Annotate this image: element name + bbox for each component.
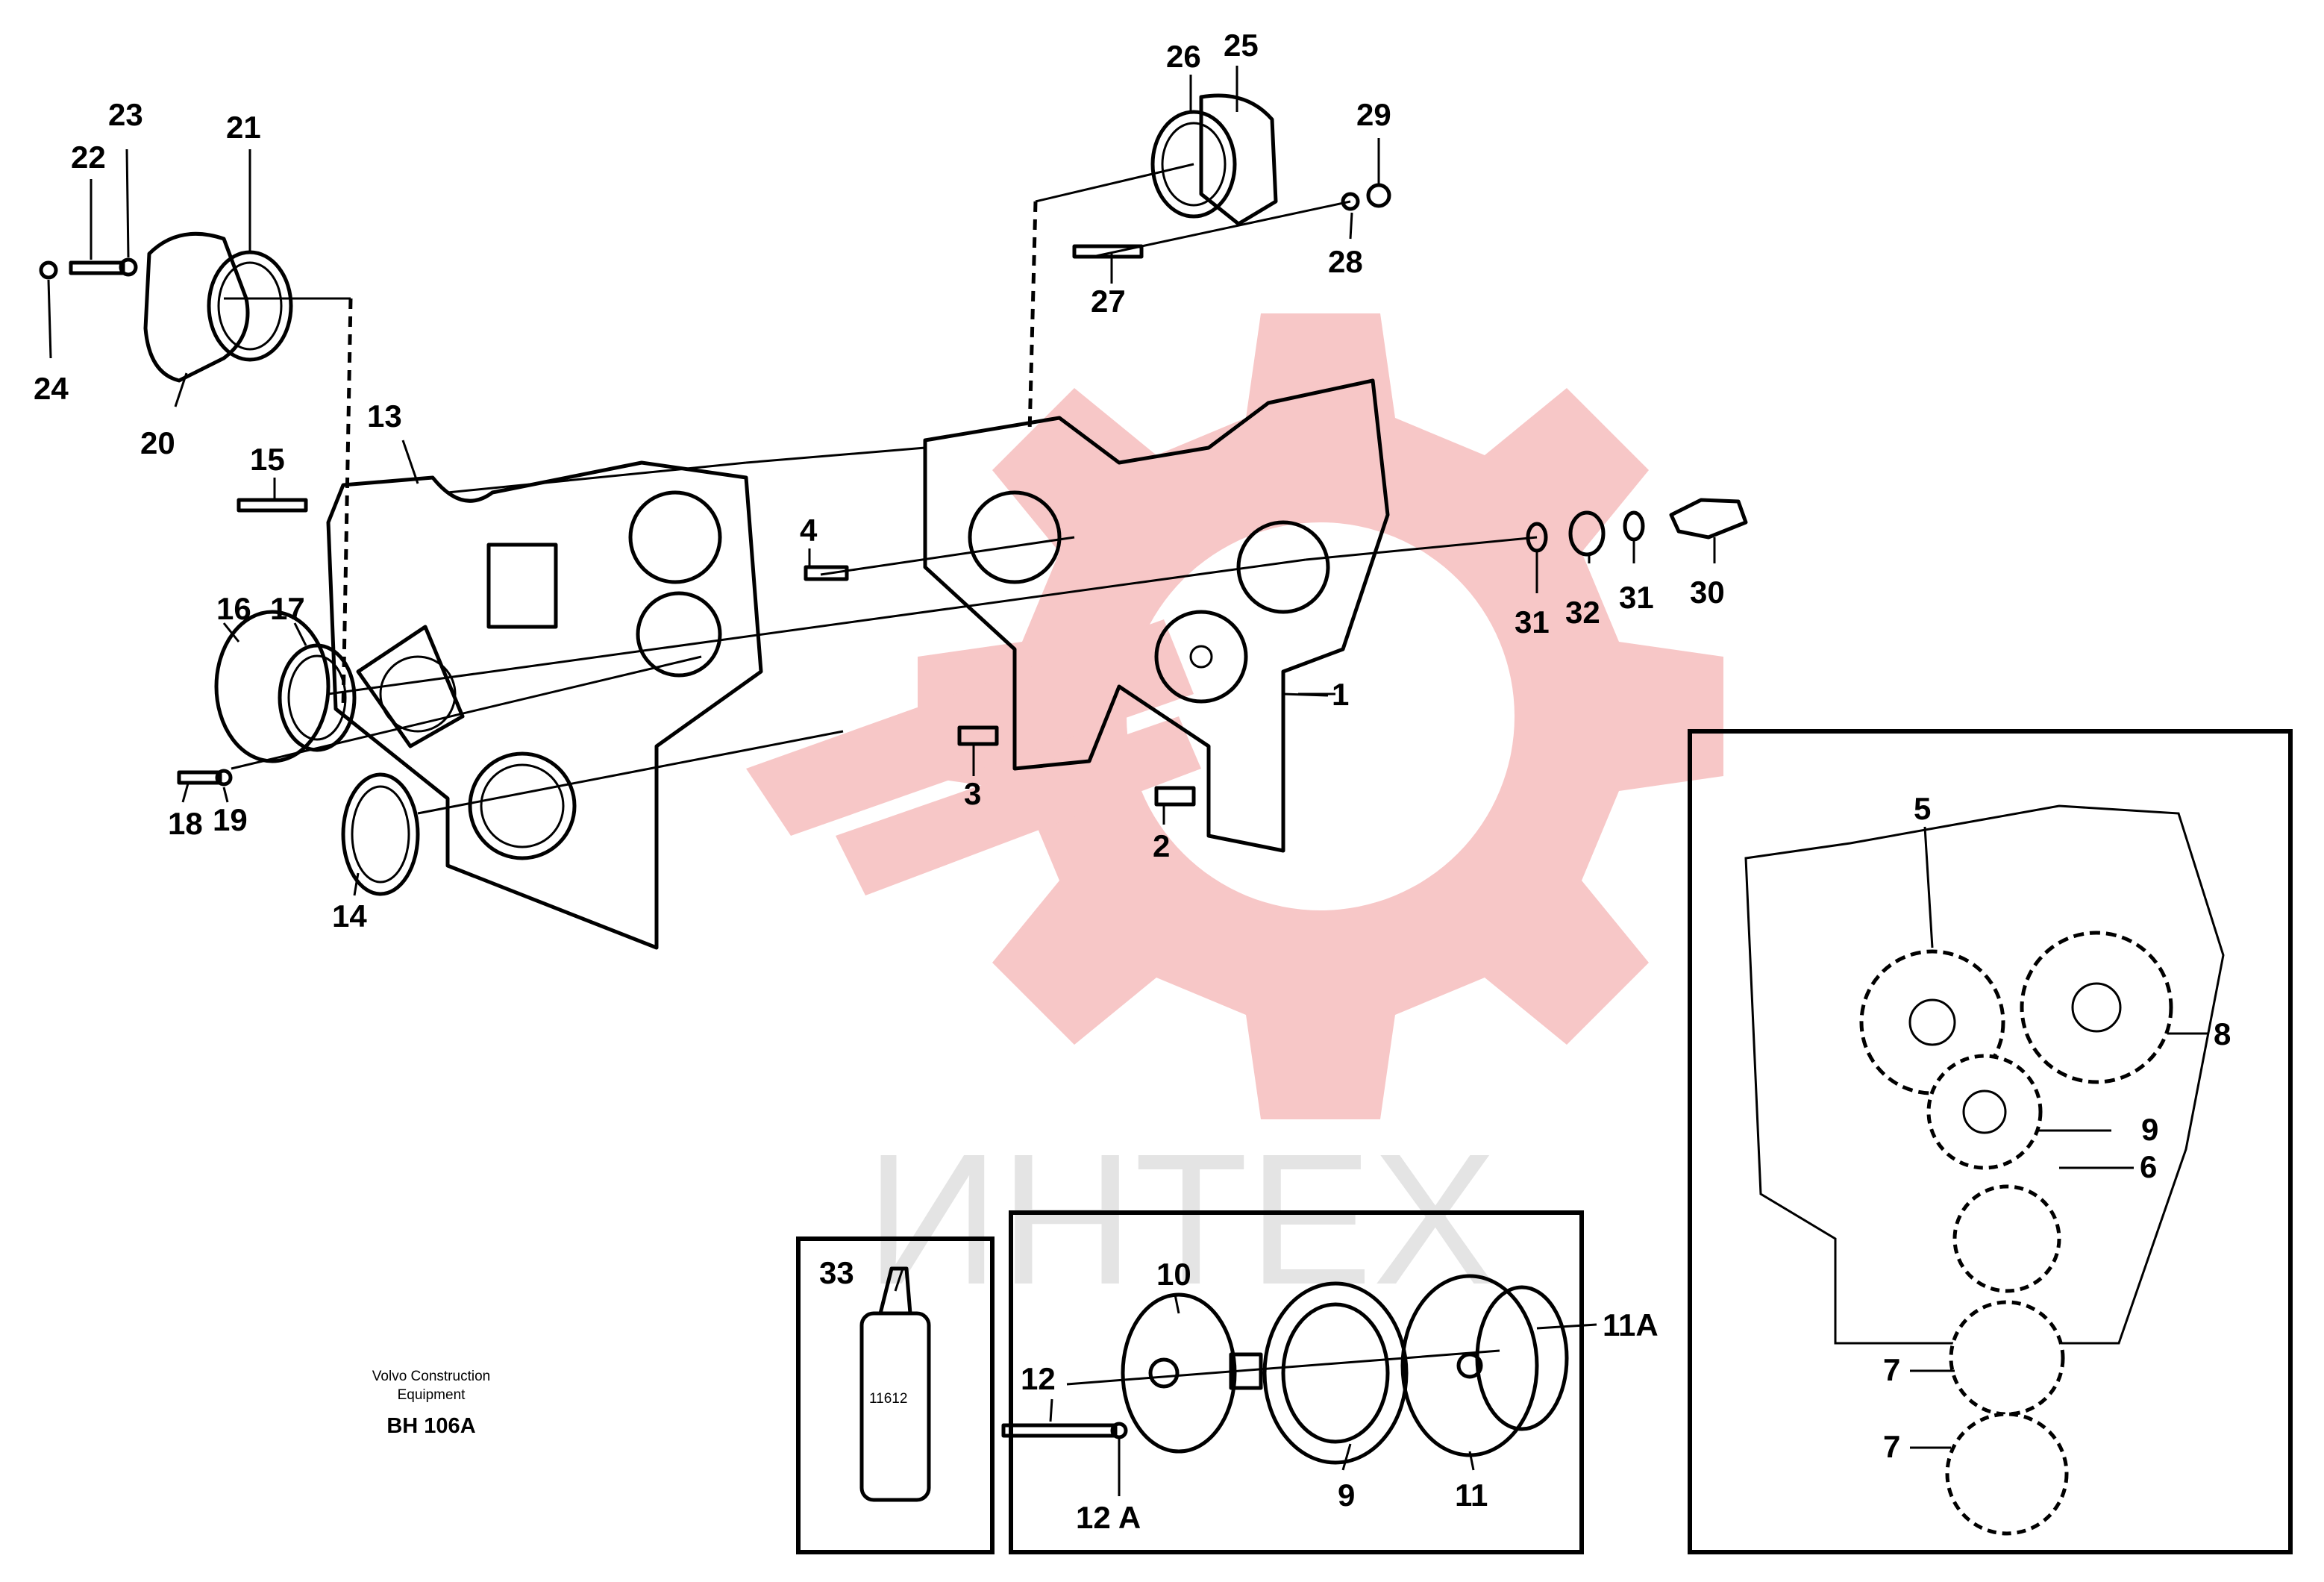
callout-numbers: 1 2 3 4 5 6 7 7 8 9 9 10 11 11A 12 12 A … bbox=[34, 28, 2231, 1535]
callout-22: 22 bbox=[71, 140, 106, 175]
callout-5: 5 bbox=[1914, 791, 1931, 826]
gear-logo-icon bbox=[746, 313, 1723, 1119]
callout-12a: 12 A bbox=[1076, 1500, 1141, 1535]
caption-code: BH 106A bbox=[386, 1414, 475, 1438]
callout-14: 14 bbox=[332, 898, 367, 934]
sealant-box bbox=[796, 1236, 995, 1554]
callout-20: 20 bbox=[140, 425, 175, 460]
callout-6: 6 bbox=[2140, 1149, 2157, 1184]
callout-3: 3 bbox=[964, 776, 981, 811]
callout-25: 25 bbox=[1224, 28, 1259, 63]
callout-29: 29 bbox=[1356, 97, 1391, 132]
watermark-text: ИНТЕХ bbox=[865, 1115, 1497, 1323]
callout-24: 24 bbox=[34, 371, 69, 406]
timing-housing-1 bbox=[804, 378, 1390, 853]
callout-30: 30 bbox=[1690, 575, 1725, 610]
callout-11: 11 bbox=[1455, 1478, 1488, 1513]
callout-33: 33 bbox=[819, 1255, 854, 1290]
callout-11a: 11A bbox=[1603, 1307, 1659, 1342]
callout-7a: 7 bbox=[1883, 1352, 1900, 1387]
callout-18: 18 bbox=[168, 806, 203, 841]
gear-train bbox=[1744, 804, 2225, 1536]
callout-4: 4 bbox=[800, 513, 818, 548]
caption: Volvo Construction Equipment BH 106A bbox=[372, 1369, 490, 1438]
leader-lines bbox=[224, 163, 1538, 815]
callout-16: 16 bbox=[216, 591, 251, 626]
seals-left bbox=[177, 498, 420, 896]
callout-26: 26 bbox=[1166, 39, 1201, 74]
callout-31b: 31 bbox=[1619, 580, 1654, 615]
front-cover-13 bbox=[326, 460, 763, 950]
callout-10: 10 bbox=[1156, 1257, 1191, 1292]
callout-2: 2 bbox=[1153, 828, 1170, 863]
callout-leaders bbox=[47, 66, 2208, 1496]
tube-label: 11612 bbox=[869, 1391, 907, 1407]
callout-31a: 31 bbox=[1515, 604, 1550, 640]
caption-company-line2: Equipment bbox=[398, 1387, 466, 1403]
callout-1: 1 bbox=[1332, 677, 1349, 712]
idler-gear-box bbox=[1009, 1210, 1584, 1554]
callout-9b: 9 bbox=[1338, 1478, 1355, 1513]
callout-9a: 9 bbox=[2141, 1112, 2158, 1147]
callout-12: 12 bbox=[1021, 1361, 1056, 1396]
caption-company-line1: Volvo Construction bbox=[372, 1369, 490, 1384]
sealant-tube: 11612 bbox=[859, 1266, 931, 1502]
callout-27: 27 bbox=[1091, 284, 1126, 319]
gear-train-box bbox=[1688, 729, 2293, 1554]
callout-13: 13 bbox=[367, 398, 402, 434]
callout-21: 21 bbox=[226, 110, 261, 145]
callout-23: 23 bbox=[108, 97, 143, 132]
cover-plate-assembly bbox=[39, 231, 293, 383]
callout-17: 17 bbox=[270, 591, 305, 626]
callout-28: 28 bbox=[1328, 244, 1363, 279]
sensor-assembly bbox=[1526, 498, 1748, 557]
callout-15: 15 bbox=[250, 442, 285, 477]
top-cover-assembly bbox=[1072, 93, 1391, 259]
callout-8: 8 bbox=[2214, 1016, 2231, 1051]
callout-32: 32 bbox=[1565, 595, 1600, 630]
callout-19: 19 bbox=[213, 802, 248, 837]
callout-7b: 7 bbox=[1883, 1429, 1900, 1464]
idler-gear-assembly bbox=[1001, 1274, 1569, 1465]
